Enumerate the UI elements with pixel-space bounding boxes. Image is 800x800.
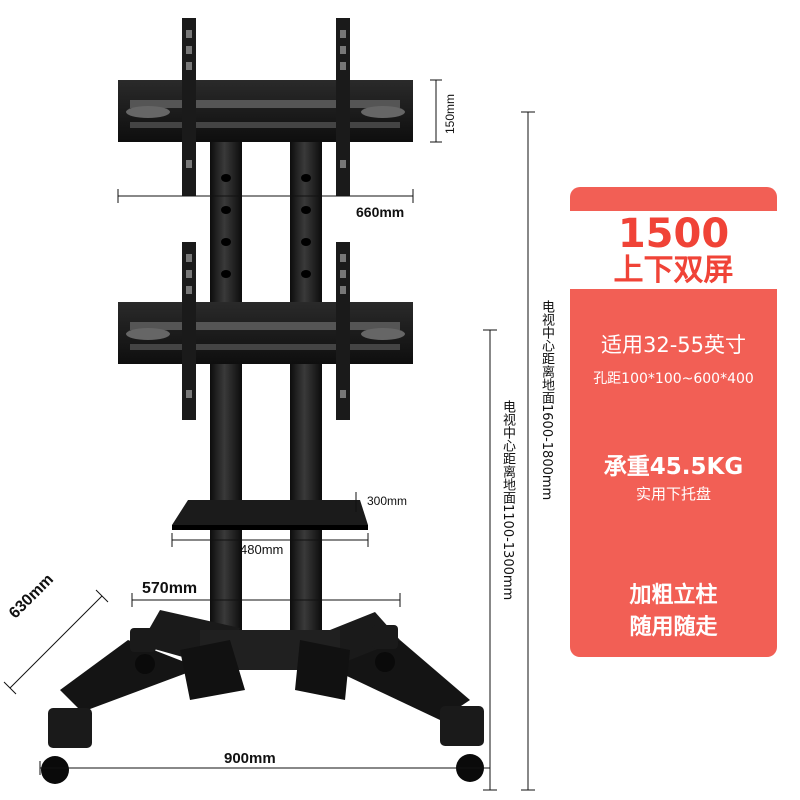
tray-depth-label: 300mm — [367, 494, 408, 508]
support-poles — [210, 140, 322, 640]
headline-number: 1500 — [617, 211, 730, 257]
spec-panel: 1500 上下双屏 适用32-55英寸 孔距100*100~600*400 承重… — [570, 187, 777, 657]
size-range-text: 适用32-55英寸 — [600, 333, 747, 357]
headline-subtitle: 上下双屏 — [613, 253, 734, 288]
bracket-width-label: 660mm — [356, 204, 405, 220]
lower-mount-bracket — [118, 242, 413, 420]
lower-center-height-label: 电视中心距离地面1100-1300mm — [500, 400, 515, 601]
base-width-label: 900mm — [224, 750, 276, 767]
tray-width-label: 480mm — [240, 542, 284, 557]
wheeled-base — [41, 610, 484, 784]
bracket-height-label: 150mm — [443, 93, 457, 134]
dimension-lines — [3, 79, 535, 791]
lower-tray — [172, 500, 368, 530]
tray-note-text: 实用下托盘 — [635, 485, 711, 503]
hole-spacing-text: 孔距100*100~600*400 — [593, 371, 754, 387]
upper-center-height-label: 电视中心距离地面1600-1800mm — [539, 300, 554, 501]
upper-mount-bracket — [118, 18, 413, 196]
load-capacity-text: 承重45.5KG — [603, 454, 744, 480]
inner-base-label: 570mm — [142, 580, 198, 597]
feature-mobile: 随用随走 — [629, 615, 718, 640]
feature-thick-pole: 加粗立柱 — [629, 583, 718, 608]
headline-box: 1500 上下双屏 — [570, 211, 777, 289]
